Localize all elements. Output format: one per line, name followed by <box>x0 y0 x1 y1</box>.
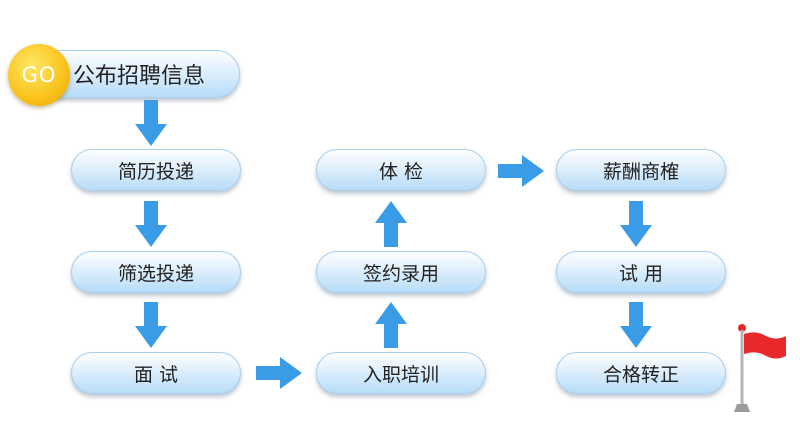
step-probation: 试 用 <box>556 251 726 293</box>
arrow-up-icon <box>375 201 407 247</box>
arrow-up-icon <box>375 302 407 348</box>
step-offer: 签约录用 <box>316 251 486 293</box>
arrow-down-icon <box>135 100 167 146</box>
go-badge: GO <box>8 44 70 106</box>
flag-icon <box>734 324 786 412</box>
step-resume-submission: 简历投递 <box>71 149 241 191</box>
arrow-down-icon <box>135 201 167 247</box>
arrow-down-icon <box>135 302 167 348</box>
step-salary-negotiation: 薪酬商榷 <box>556 149 726 191</box>
step-medical-exam: 体 检 <box>316 149 486 191</box>
arrow-right-icon <box>256 357 302 389</box>
step-screening: 筛选投递 <box>71 251 241 293</box>
arrow-down-icon <box>620 302 652 348</box>
step-publish-recruitment: 公布招聘信息 <box>38 50 240 98</box>
step-regularization: 合格转正 <box>556 352 726 394</box>
step-interview: 面 试 <box>71 352 241 394</box>
arrow-right-icon <box>498 155 544 187</box>
step-onboarding-training: 入职培训 <box>316 352 486 394</box>
arrow-down-icon <box>620 201 652 247</box>
